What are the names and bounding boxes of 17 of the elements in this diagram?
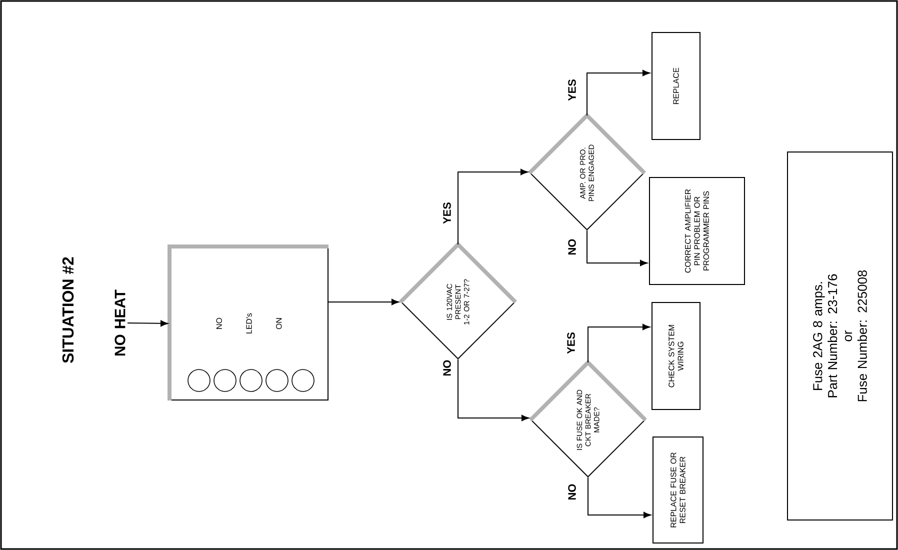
note-box: Fuse 2AG 8 amps. Part Number: 23-176 or Fuse Number: 225008 xyxy=(787,152,893,520)
arrow xyxy=(458,359,529,422)
arrow xyxy=(328,298,400,306)
edge-label: NO xyxy=(442,358,452,378)
arrow xyxy=(127,320,168,326)
arrow xyxy=(458,168,528,245)
title: SITUATION #2 xyxy=(62,257,74,363)
arrow xyxy=(586,70,650,116)
edge-label: NO xyxy=(567,482,577,502)
edge-label: YES xyxy=(567,78,577,102)
edge-label: NO xyxy=(567,238,577,256)
arrow xyxy=(588,324,650,363)
annotation-text: NO HEAT xyxy=(114,290,126,356)
edge-label: YES xyxy=(566,331,576,355)
arrow xyxy=(588,477,651,518)
edge-label: YES xyxy=(442,201,452,225)
arrow xyxy=(586,230,648,266)
